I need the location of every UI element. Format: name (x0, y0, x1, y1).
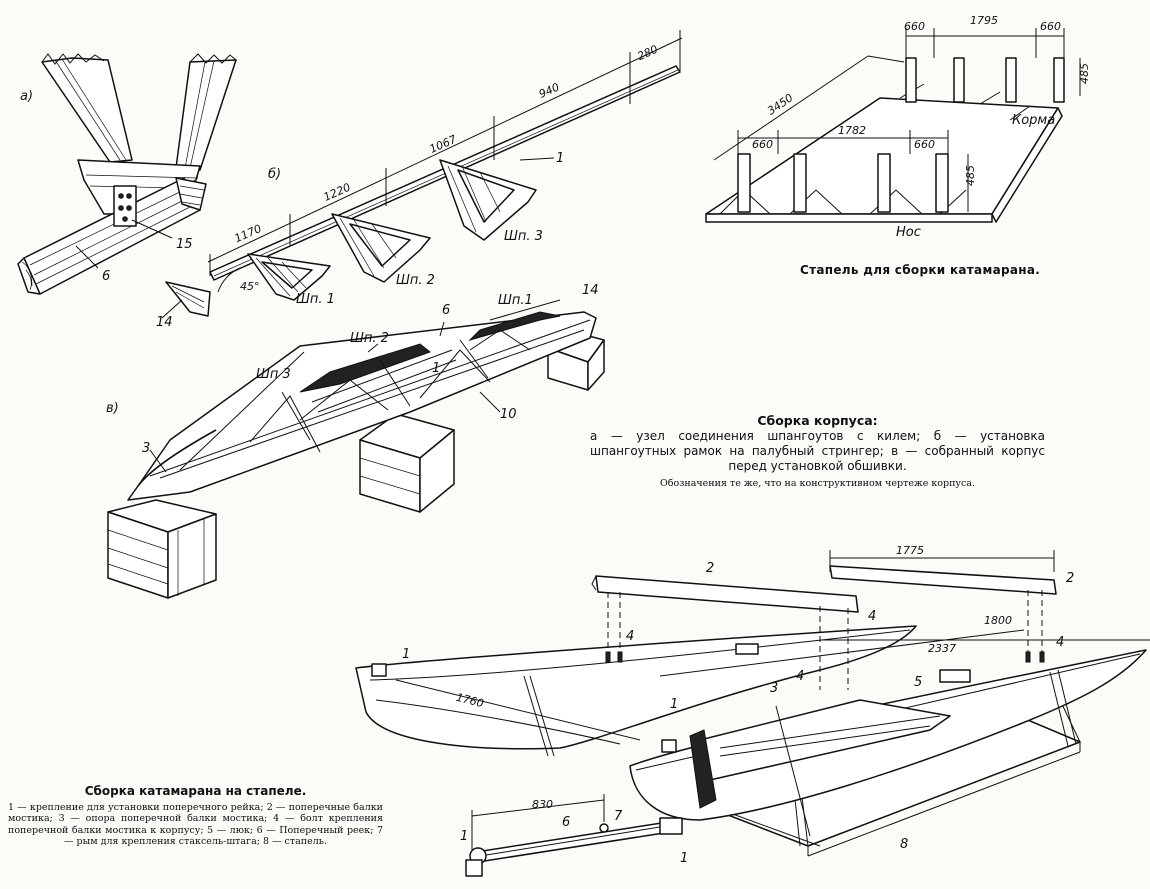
detail-v-letter: в) (106, 401, 119, 416)
catamaran-assembly: 1775 1800 2337 1760 830 2 2 4 4 4 4 1 1 … (355, 544, 1150, 877)
dim-485-a: 485 (1078, 63, 1091, 84)
dim-3450: 3450 (765, 91, 795, 117)
label-5: 5 (914, 675, 922, 690)
dim-660-c: 660 (752, 138, 773, 151)
dim-1170: 1170 (233, 222, 264, 245)
hatch-near (939, 669, 971, 683)
detail-a-letter: а) (20, 89, 33, 104)
dim-485-b: 485 (964, 165, 977, 186)
label-korma: Корма (1012, 113, 1055, 128)
beam-2-left (591, 575, 859, 613)
label-frame-1: Шп. 1 (296, 292, 335, 307)
stapel-jig: 660 1795 660 485 3450 660 1782 660 485 К… (705, 14, 1091, 240)
frame-1 (247, 253, 331, 301)
dim-1067: 1067 (428, 133, 459, 156)
label-4-d: 4 (1056, 635, 1064, 650)
label-10-v: 10 (500, 407, 517, 422)
label-frame-2-v: Шп. 2 (350, 331, 389, 346)
label-7: 7 (614, 809, 623, 824)
label-6: 6 (562, 815, 570, 830)
dim-660-d: 660 (914, 138, 935, 151)
label-nos: Нос (896, 225, 921, 240)
dimension-line-b (207, 37, 683, 263)
caption-katamaran-desc: 1 — крепление для установки поперечного … (8, 801, 383, 848)
dim-940: 940 (537, 80, 561, 100)
label-1: 1 (556, 151, 564, 166)
label-14: 14 (156, 315, 173, 330)
label-4-a: 4 (626, 629, 634, 644)
detail-b-letter: б) (268, 167, 281, 182)
support-block-front (107, 499, 217, 599)
keel-dark (299, 343, 432, 393)
caption-katamaran-title: Сборка катамарана на стапеле. (84, 784, 307, 798)
label-frame-1-v: Шп.1 (498, 293, 533, 308)
dim-660-a: 660 (904, 20, 925, 33)
caption-korpus-desc: а — узел соединения шпангоутов с килем; … (590, 429, 1045, 473)
dim-1220: 1220 (322, 181, 353, 204)
fitting-1-middle (661, 739, 677, 753)
dim-1782: 1782 (838, 124, 866, 137)
frame-3 (439, 159, 537, 241)
caption-stapel: Стапель для сборки катамарана. (800, 263, 1041, 277)
label-3-v: 3 (142, 441, 150, 456)
label-6: 6 (102, 269, 110, 284)
label-14-v: 14 (582, 283, 599, 298)
label-3: 3 (770, 681, 778, 696)
dim-1795: 1795 (970, 14, 998, 27)
support-block-middle (359, 413, 455, 513)
detail-b-frame-installation: б) 280 940 1067 1220 1170 45° Шп. 1 Шп. … (156, 30, 683, 330)
dim-2337: 2337 (928, 642, 956, 655)
dim-1800: 1800 (984, 614, 1012, 627)
transverse-batten (465, 794, 683, 877)
frame-leg-right (175, 59, 237, 171)
caption-katamaran: Сборка катамарана на стапеле. 1 — крепле… (8, 784, 383, 848)
label-1-b: 1 (670, 697, 678, 712)
frame-leg-left (41, 57, 133, 163)
dim-830: 830 (532, 798, 553, 811)
frame-2 (331, 213, 431, 283)
label-6-v: 6 (442, 303, 450, 318)
label-1-a: 1 (402, 647, 410, 662)
label-4-c: 4 (796, 669, 804, 684)
dim-1775: 1775 (896, 544, 924, 557)
label-1-v: 1 (432, 361, 440, 376)
label-4-b: 4 (868, 609, 876, 624)
label-frame-3-v: Шп 3 (256, 367, 291, 382)
label-frame-3: Шп. 3 (504, 229, 543, 244)
caption-korpus: Сборка корпуса: а — узел соединения шпан… (590, 413, 1045, 491)
label-15: 15 (176, 237, 193, 252)
label-frame-2: Шп. 2 (396, 273, 435, 288)
caption-korpus-title: Сборка корпуса: (757, 413, 878, 428)
label-1-c: 1 (460, 829, 468, 844)
label-8: 8 (900, 837, 908, 852)
hatch-far (735, 643, 759, 655)
dim-280: 280 (635, 43, 659, 63)
detail-v-assembled-hull: в) Шп.1 Шп. 2 Шп 3 6 14 1 10 3 (106, 283, 605, 599)
label-2-b: 2 (1066, 571, 1074, 586)
label-1-d: 1 (680, 851, 688, 866)
beam-2-right (829, 565, 1057, 595)
label-2-a: 2 (706, 561, 714, 576)
dim-660-b: 660 (1040, 20, 1061, 33)
caption-korpus-note: Обозначения те же, что на конструктивном… (659, 478, 976, 489)
jig-posts-rear (905, 57, 1065, 103)
dim-angle-45: 45° (240, 280, 260, 293)
jig-posts-front (737, 153, 949, 213)
detail-a-keel-joint: а) 15 6 (17, 53, 237, 295)
fitting-1-left (371, 663, 387, 677)
dim-line-3450 (713, 55, 869, 161)
